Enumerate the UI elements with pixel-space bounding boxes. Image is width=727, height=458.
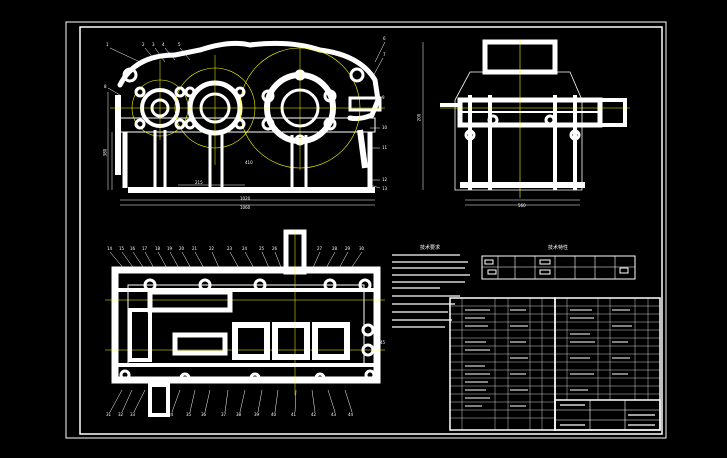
part-number: 13: [382, 186, 388, 191]
front-dim-overall: 1060: [240, 205, 251, 210]
sheet-inner-frame: [79, 26, 663, 435]
part-number: 20: [179, 246, 185, 251]
part-number: 33: [130, 412, 136, 417]
part-number: 7: [383, 52, 386, 57]
part-number: 18: [155, 246, 161, 251]
part-number: 39: [254, 412, 260, 417]
part-number: 16: [130, 246, 136, 251]
part-number: 5: [178, 42, 181, 47]
part-number: 11: [382, 145, 388, 150]
part-number: 6: [383, 36, 386, 41]
side-dim-width: 560: [518, 203, 526, 208]
tech-requirements-lines: [392, 254, 470, 328]
part-number: 32: [118, 412, 124, 417]
part-number: 9: [382, 95, 385, 100]
part-number: 29: [345, 246, 351, 251]
part-number: 34: [168, 412, 174, 417]
part-number: 22: [209, 246, 215, 251]
front-dim-height: 380: [102, 148, 108, 157]
part-number: 40: [271, 412, 277, 417]
parts-list-left: [449, 297, 556, 431]
plan-view: [105, 229, 385, 417]
part-number: 35: [186, 412, 192, 417]
tech-spec-table: [481, 255, 636, 280]
front-dim-width: 1020: [240, 196, 251, 201]
part-number: 31: [106, 412, 112, 417]
part-number: 41: [291, 412, 297, 417]
part-number: 45: [380, 340, 386, 345]
part-number: 25: [259, 246, 265, 251]
front-dim-center-b: 215: [195, 180, 203, 185]
part-number: 1: [106, 42, 109, 47]
part-number: 15: [119, 246, 125, 251]
part-number: 27: [317, 246, 323, 251]
part-number: 38: [236, 412, 242, 417]
part-number: 2: [142, 42, 145, 47]
part-number: 4: [162, 42, 165, 47]
part-number: 17: [142, 246, 148, 251]
part-number: 44: [348, 412, 354, 417]
part-number: 24: [242, 246, 248, 251]
part-number: 28: [332, 246, 338, 251]
part-number: 30: [359, 246, 365, 251]
front-dim-center-a: 410: [245, 160, 253, 165]
part-number: 14: [107, 246, 113, 251]
tech-spec-title: 技术特性: [548, 245, 569, 251]
front-view: [107, 40, 386, 206]
part-number: 37: [221, 412, 227, 417]
part-number: 3: [152, 42, 155, 47]
part-number: 43: [331, 412, 337, 417]
part-number: 10: [382, 125, 388, 130]
part-number: 12: [382, 177, 388, 182]
part-number: 23: [227, 246, 233, 251]
title-block: [554, 399, 661, 431]
part-number: 21: [192, 246, 198, 251]
part-number: 26: [272, 246, 278, 251]
part-number: 8: [104, 84, 107, 89]
part-number: 42: [311, 412, 317, 417]
side-view: [422, 39, 630, 206]
part-number: 36: [201, 412, 207, 417]
sheet-outer-frame: [65, 21, 667, 439]
part-number: 19: [167, 246, 173, 251]
tech-requirements-title: 技术要求: [420, 245, 441, 251]
side-dim-height: 200: [416, 113, 422, 122]
